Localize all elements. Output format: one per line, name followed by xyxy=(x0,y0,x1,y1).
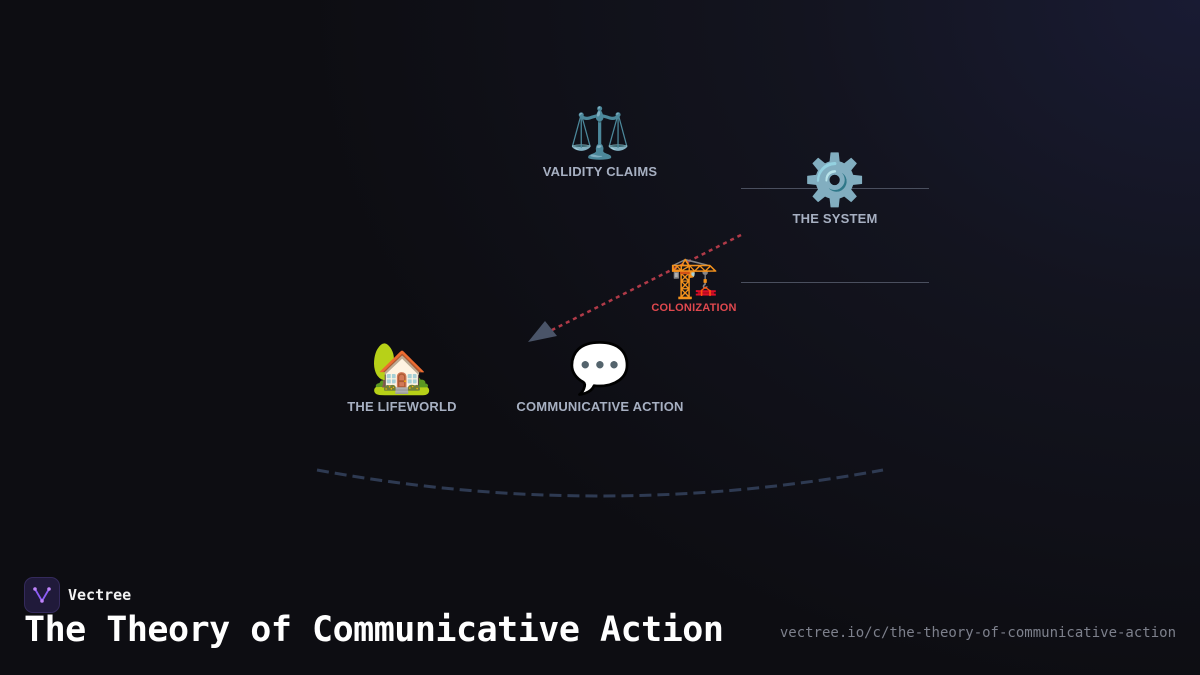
node-the-lifeworld: 🏡 THE LIFEWORLD xyxy=(347,343,456,414)
colonization-arrowhead xyxy=(528,321,557,342)
node-label: COLONIZATION xyxy=(651,302,737,314)
colonization-arrow-line xyxy=(551,233,742,332)
node-label: THE LIFEWORLD xyxy=(347,399,457,414)
crane-icon: 🏗️ xyxy=(669,256,719,300)
house-icon: 🏡 xyxy=(370,340,434,396)
node-label: COMMUNICATIVE ACTION xyxy=(516,399,684,414)
scales-icon: ⚖️ xyxy=(568,105,632,161)
speech-bubble-icon: 💬 xyxy=(568,340,632,396)
node-label: VALIDITY CLAIMS xyxy=(542,164,658,179)
brand-name: Vectree xyxy=(68,586,132,604)
vectree-logo-icon xyxy=(24,577,60,613)
node-the-system: ⚙️ THE SYSTEM xyxy=(792,155,877,226)
gear-icon: ⚙️ xyxy=(803,152,867,208)
node-colonization: 🏗️ COLONIZATION xyxy=(651,258,736,314)
page-title: The Theory of Communicative Action xyxy=(24,610,724,650)
node-label: THE SYSTEM xyxy=(792,211,878,226)
node-validity-claims: ⚖️ VALIDITY CLAIMS xyxy=(543,108,657,179)
page-url[interactable]: vectree.io/c/the-theory-of-communicative… xyxy=(779,625,1176,641)
foundation-arc xyxy=(316,468,884,498)
node-communicative-action: 💬 COMMUNICATIVE ACTION xyxy=(516,343,683,414)
brand[interactable]: Vectree xyxy=(24,577,131,613)
